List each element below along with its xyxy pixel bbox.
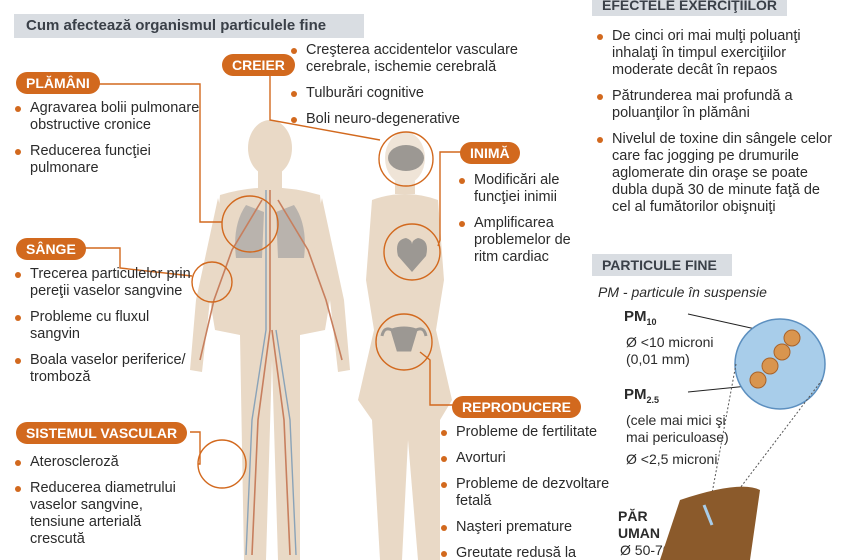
pm10-desc1: Ø <10 microni (626, 334, 714, 350)
sange-list: Trecerea particulelor prin pereţii vasel… (14, 266, 194, 395)
pm25-desc1: (cele mai mici şi (626, 412, 726, 428)
pm10-label: PM10 (624, 308, 657, 327)
reproducere-list: Probleme de fertilitate Avorturi Problem… (440, 424, 625, 560)
pm10-desc2: (0,01 mm) (626, 351, 690, 367)
heart-icon (397, 238, 427, 272)
exercise-header: EFECTELE EXERCIŢIILOR (592, 0, 788, 16)
list-item: Tulburări cognitive (290, 85, 560, 102)
subtitle: Cum afectează organismul particulele fin… (14, 14, 364, 38)
particles-header: PARTICULE FINE (592, 254, 732, 276)
lungs-icon (235, 205, 305, 258)
list-item: Reducerea funcţiei pulmonare (14, 143, 204, 177)
tag-vascular: SISTEMUL VASCULAR (16, 422, 188, 444)
list-item: De cinci ori mai mulţi poluanţi inhalaţi… (596, 28, 836, 79)
pm25-label: PM2.5 (624, 386, 660, 405)
hair-label-1: PĂR (618, 508, 648, 524)
list-item: Greutate redusă la naştere (440, 545, 625, 560)
brain-icon (388, 145, 424, 171)
list-item: Pătrunderea mai profundă a poluanţilor î… (596, 88, 836, 122)
tag-inima: INIMĂ (460, 142, 520, 164)
list-item: Creşterea accidentelor vasculare cerebra… (290, 42, 560, 76)
hair-label-2: UMAN (618, 525, 660, 541)
male-body-figure (190, 120, 350, 560)
list-item: Boli neuro-degenerative (290, 111, 560, 128)
pm25-desc2: mai periculoase) (626, 429, 729, 445)
pm25-desc3: Ø <2,5 microni (626, 451, 718, 467)
list-item: Modificări ale funcţiei inimii (458, 172, 583, 206)
tag-sange: SÂNGE (16, 238, 86, 260)
pm-definition: PM - particule în suspensie (598, 284, 767, 300)
inima-list: Modificări ale funcţiei inimii Amplifica… (458, 172, 583, 275)
list-item: Reducerea diametrului vaselor sangvine, … (14, 480, 194, 548)
tag-creier: CREIER (222, 54, 295, 76)
particle-scale-illustration (660, 313, 826, 560)
list-item: Agravarea bolii pulmonare obstructive cr… (14, 100, 204, 134)
creier-list: Creşterea accidentelor vasculare cerebra… (290, 42, 560, 137)
tag-reproducere: REPRODUCERE (452, 396, 581, 418)
particle-magnifier-icon (734, 318, 826, 410)
tag-plamani: PLĂMÂNI (16, 72, 100, 94)
list-item: Probleme cu fluxul sangvin (14, 309, 194, 343)
list-item: Nivelul de toxine din sângele celor care… (596, 131, 836, 216)
list-item: Boala vaselor periferice/ tromboză (14, 352, 194, 386)
list-item: Naşteri premature (440, 519, 625, 536)
plamani-list: Agravarea bolii pulmonare obstructive cr… (14, 100, 204, 186)
list-item: Ateroscleroză (14, 454, 194, 471)
list-item: Avorturi (440, 450, 625, 467)
female-body-figure (358, 132, 452, 560)
list-item: Trecerea particulelor prin pereţii vasel… (14, 266, 194, 300)
vascular-list: Ateroscleroză Reducerea diametrului vase… (14, 454, 194, 557)
list-item: Amplificarea problemelor de ritm cardiac (458, 215, 583, 266)
uterus-icon (380, 326, 428, 352)
list-item: Probleme de fertilitate (440, 424, 625, 441)
blood-vessels-icon (199, 190, 343, 556)
exercise-list: De cinci ori mai mulţi poluanţi inhalaţi… (596, 28, 836, 225)
list-item: Probleme de dezvoltare fetală (440, 476, 625, 510)
